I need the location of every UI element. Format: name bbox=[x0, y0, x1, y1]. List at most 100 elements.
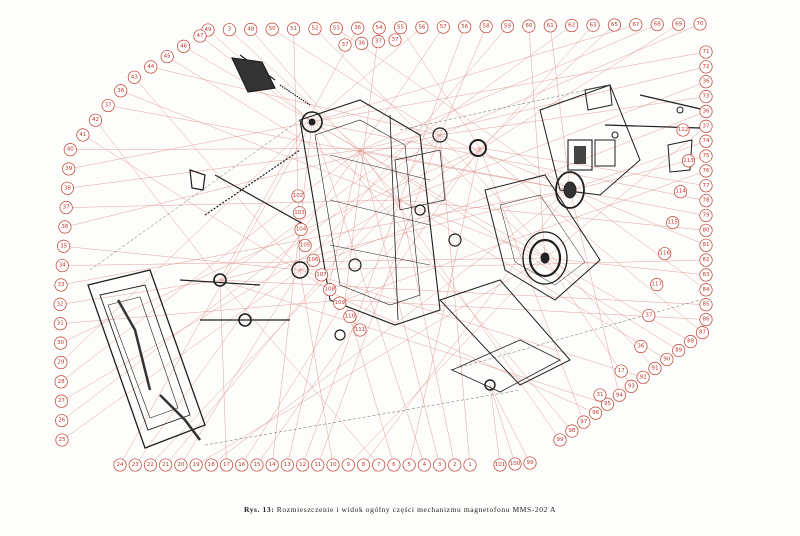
callout-circle bbox=[699, 149, 713, 163]
callout-label: 19 bbox=[193, 462, 200, 468]
callout-left-inner-3: 105 bbox=[298, 238, 312, 253]
callout-circle bbox=[298, 238, 312, 253]
leader-line bbox=[229, 29, 361, 151]
callout-circle bbox=[593, 388, 607, 402]
callout-label: 37 bbox=[342, 42, 349, 48]
leader-line bbox=[60, 189, 571, 286]
callout-label: 62 bbox=[568, 23, 575, 29]
callout-label: 112 bbox=[678, 127, 689, 133]
leader-line bbox=[61, 149, 361, 383]
leader-line bbox=[272, 29, 441, 136]
callout-label: 93 bbox=[628, 383, 635, 389]
callout-label: 29 bbox=[57, 359, 64, 365]
leader-line bbox=[82, 134, 346, 301]
callout-right-3: 73 bbox=[699, 90, 713, 104]
callout-circle bbox=[265, 458, 279, 472]
leader-line bbox=[211, 189, 571, 466]
callout-label: 61 bbox=[547, 23, 554, 29]
callout-top-21: 68 bbox=[650, 17, 664, 32]
callout-right-inner-7: 36 bbox=[634, 339, 648, 353]
leader-line bbox=[363, 189, 571, 466]
callout-circle bbox=[76, 128, 90, 142]
callout-circle bbox=[250, 458, 264, 472]
callout-bottom-18: 6 bbox=[387, 458, 401, 472]
callout-label: 100 bbox=[510, 461, 521, 467]
callout-label: 63 bbox=[590, 22, 597, 28]
callout-circle bbox=[699, 119, 713, 133]
callout-label: 111 bbox=[355, 327, 366, 333]
callout-label: 27 bbox=[58, 398, 65, 404]
callout-circle bbox=[287, 22, 301, 36]
callout-label: 56 bbox=[461, 24, 468, 30]
callout-circle bbox=[607, 18, 621, 32]
callout-circle bbox=[699, 104, 713, 119]
callout-right-22: 90 bbox=[660, 352, 674, 367]
callout-right-15: 83 bbox=[699, 268, 713, 282]
main-chassis bbox=[299, 99, 446, 326]
callout-circle bbox=[160, 50, 174, 64]
leader-line bbox=[61, 199, 401, 402]
callout-label: 70 bbox=[697, 21, 704, 27]
callout-label: 67 bbox=[632, 22, 639, 28]
callout-circle bbox=[356, 458, 371, 472]
callout-circle bbox=[114, 84, 128, 98]
callout-right-5: 37 bbox=[699, 119, 713, 133]
callout-right-inner-1: 113 bbox=[681, 154, 696, 168]
callout-left-11: 38 bbox=[60, 181, 74, 195]
callout-top-20: 67 bbox=[629, 18, 643, 32]
callout-left-inner-6: 108 bbox=[323, 283, 337, 297]
leader-line bbox=[359, 149, 440, 466]
callout-label: 92 bbox=[640, 374, 647, 380]
callout-label: 31 bbox=[57, 321, 64, 327]
callout-circle bbox=[280, 458, 294, 472]
callout-circle bbox=[329, 21, 343, 35]
callout-left-23: 26 bbox=[55, 414, 69, 428]
callout-circle bbox=[55, 259, 69, 273]
callout-circle bbox=[636, 370, 650, 384]
front-frame bbox=[87, 269, 206, 449]
callout-left-19: 30 bbox=[54, 336, 68, 350]
callout-top-8: 54 bbox=[372, 21, 386, 35]
leader-line bbox=[66, 199, 401, 208]
callout-label: 94 bbox=[616, 392, 623, 398]
leader-line bbox=[544, 257, 632, 387]
callout-circle bbox=[624, 379, 638, 393]
callout-circle bbox=[402, 458, 416, 472]
leader-line bbox=[60, 299, 346, 324]
callout-right-26: 94 bbox=[612, 388, 626, 402]
leader-line bbox=[271, 121, 313, 466]
leader-lines bbox=[60, 23, 707, 466]
leader-line bbox=[569, 140, 707, 191]
callout-left-inner-0: 102 bbox=[291, 189, 305, 203]
callout-bottom-1: 23 bbox=[128, 458, 142, 472]
leader-line bbox=[479, 147, 703, 333]
callout-right-13: 81 bbox=[699, 238, 713, 252]
callout-bottom-0: 24 bbox=[113, 458, 127, 472]
callout-label: 106 bbox=[308, 257, 319, 263]
callout-label: 50 bbox=[269, 26, 276, 32]
callout-circle bbox=[177, 39, 191, 53]
callout-right-inner-0: 112 bbox=[676, 123, 690, 137]
callout-label: 76 bbox=[703, 168, 710, 174]
callout-label: 113 bbox=[683, 158, 694, 164]
callout-circle bbox=[660, 352, 674, 367]
leader-line bbox=[399, 26, 465, 201]
callout-circle bbox=[371, 35, 385, 49]
leader-line bbox=[60, 147, 481, 344]
callout-label: 3 bbox=[228, 27, 232, 33]
callout-circle bbox=[699, 75, 713, 89]
callout-top-inner-3: 37 bbox=[388, 33, 402, 47]
leader-line bbox=[120, 90, 546, 259]
callout-label: 58 bbox=[483, 24, 490, 30]
callout-label: 5 bbox=[407, 462, 411, 468]
callout-left-10: 39 bbox=[62, 162, 76, 176]
callout-label: 21 bbox=[162, 462, 169, 468]
callout-label: 32 bbox=[57, 301, 64, 307]
leader-line bbox=[439, 134, 656, 369]
leader-line bbox=[348, 257, 546, 466]
callout-top-22: 69 bbox=[672, 17, 686, 31]
callout-bottom-7: 17 bbox=[219, 458, 234, 472]
callout-left-24: 25 bbox=[55, 433, 69, 447]
callout-circle bbox=[543, 19, 557, 33]
